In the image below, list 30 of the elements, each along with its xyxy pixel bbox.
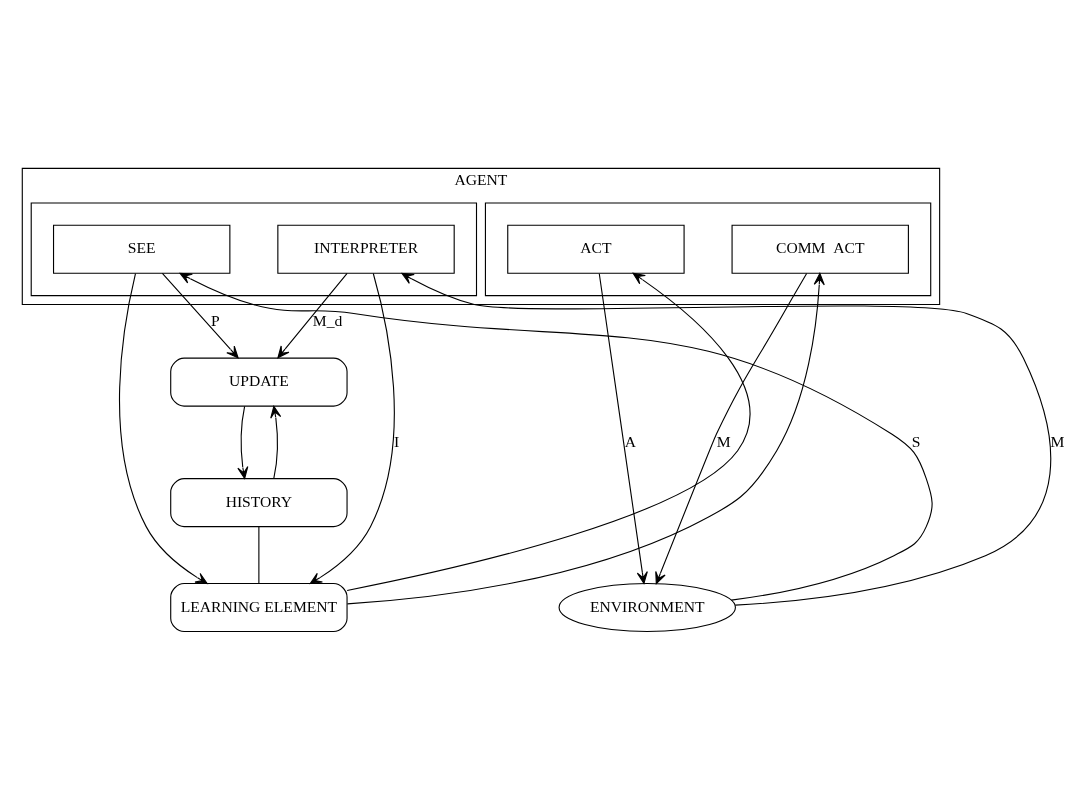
arrow — [119, 273, 208, 585]
edge-label: P — [211, 311, 220, 329]
arrow — [270, 405, 282, 480]
node-ellipse: ENVIRONMENT — [558, 583, 736, 633]
edge-label: M — [1050, 432, 1065, 450]
node-box: UPDATE — [170, 357, 348, 407]
cluster — [30, 202, 478, 297]
arrow — [309, 272, 395, 585]
arrow — [277, 272, 348, 359]
arrow — [655, 272, 808, 585]
node-box: SEE — [53, 224, 231, 274]
node-box: COMM ACT — [731, 224, 909, 274]
edge-label: A — [624, 432, 637, 450]
node-box: INTERPRETER — [277, 224, 455, 274]
edge-label: M_d — [312, 311, 343, 329]
arrow — [598, 273, 648, 584]
node-box: HISTORY — [170, 478, 348, 528]
arrow — [346, 272, 751, 591]
arrow — [161, 272, 239, 359]
arrow — [179, 272, 933, 601]
arrow — [346, 272, 825, 605]
connector — [258, 526, 260, 584]
cluster — [484, 202, 932, 297]
arrow — [401, 272, 1052, 606]
node-box: ACT — [507, 224, 685, 274]
edge-label: I — [394, 432, 400, 450]
arrow — [237, 405, 249, 480]
edge-label: S — [911, 432, 921, 450]
edge-label: M — [716, 432, 731, 450]
node-box: LEARNING ELEMENT — [170, 583, 348, 633]
